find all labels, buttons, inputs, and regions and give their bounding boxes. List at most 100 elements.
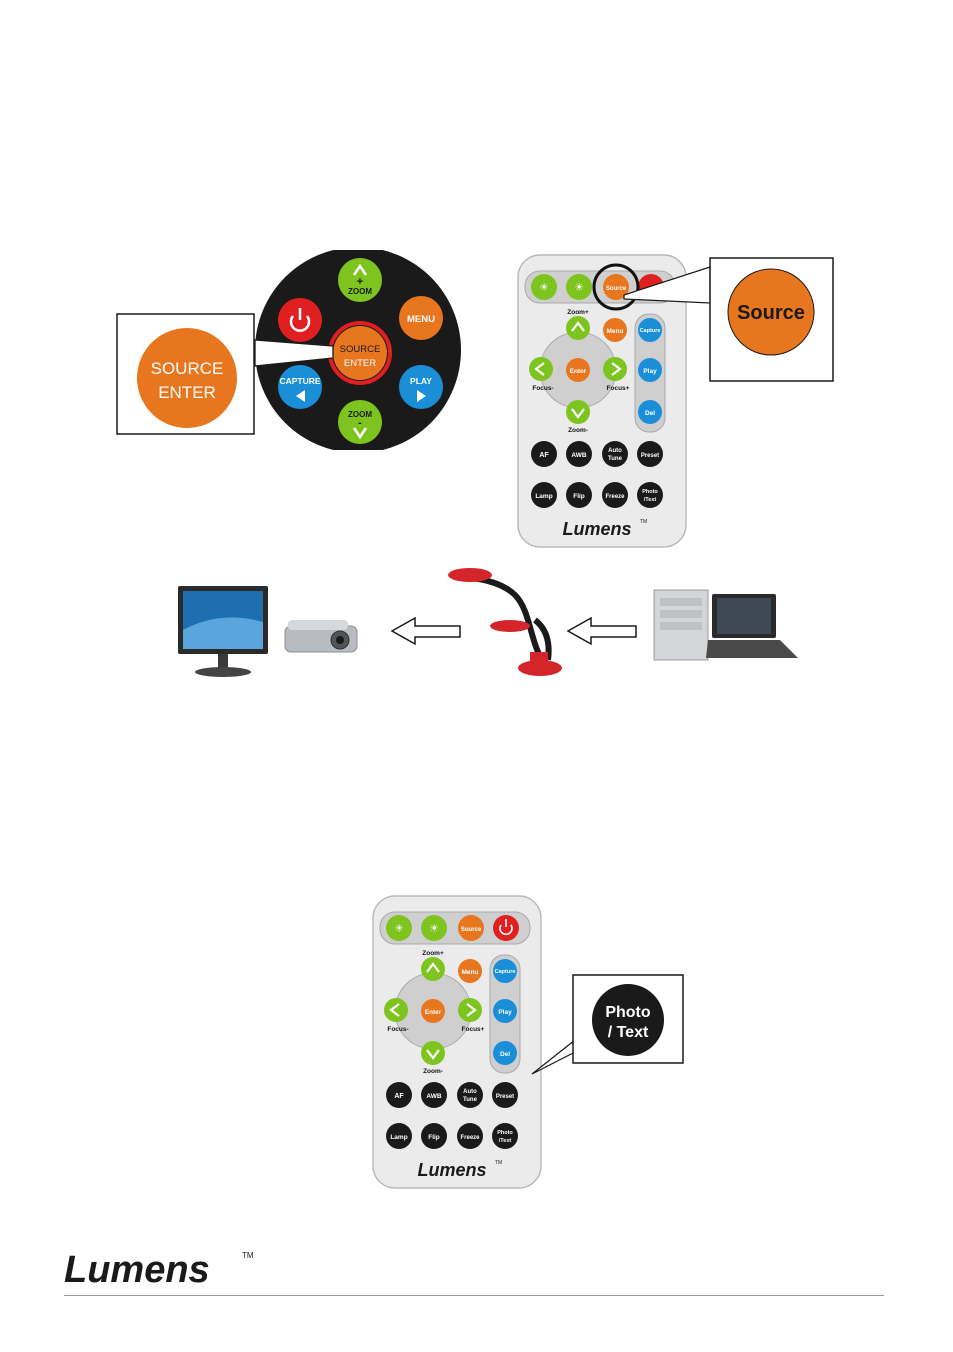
arrow-up-icon xyxy=(571,321,585,332)
photo-text-button[interactable]: Photo/Text xyxy=(492,1123,518,1149)
menu-label: Menu xyxy=(462,969,479,976)
photo-text-button[interactable]: Photo/Text xyxy=(637,482,663,508)
zoom-plus-button[interactable] xyxy=(421,957,445,981)
callout-photo-label-2: / Text xyxy=(608,1024,649,1041)
capture-button[interactable]: Capture xyxy=(638,318,662,342)
preset-button[interactable]: Preset xyxy=(492,1082,518,1108)
focus-plus-button[interactable] xyxy=(458,998,482,1022)
arrow-left-icon xyxy=(296,390,305,402)
focus-plus-label: Focus+ xyxy=(462,1026,485,1033)
af-button[interactable]: AF xyxy=(386,1082,412,1108)
zoom-minus-button[interactable] xyxy=(566,400,590,424)
source-button[interactable]: Source xyxy=(458,915,484,941)
auto-tune-label-1: Auto xyxy=(608,448,622,454)
brightness-down-button[interactable] xyxy=(531,274,557,300)
photo-text-callout: Photo / Text xyxy=(531,974,684,1075)
auto-tune-label-2: Tune xyxy=(463,1097,478,1103)
preset-label: Preset xyxy=(496,1094,514,1100)
power-button[interactable] xyxy=(278,298,322,342)
awb-label: AWB xyxy=(426,1093,441,1100)
preset-button[interactable]: Preset xyxy=(637,441,663,467)
capture-button[interactable]: CAPTURE xyxy=(278,365,322,409)
focus-minus-button[interactable] xyxy=(384,998,408,1022)
monitor-image xyxy=(178,586,268,677)
source-label: Source xyxy=(461,927,482,933)
freeze-button[interactable]: Freeze xyxy=(602,482,628,508)
source-enter-button[interactable]: SOURCE ENTER xyxy=(328,321,392,385)
zoom-minus-label: Zoom- xyxy=(423,1068,443,1075)
footer-brand-tm: TM xyxy=(242,1251,254,1260)
callout-source-button: Source xyxy=(727,268,815,356)
menu-button[interactable]: MENU xyxy=(399,296,443,340)
menu-button[interactable]: Menu xyxy=(603,318,627,342)
laptop-image xyxy=(706,594,798,658)
arrow-up-icon xyxy=(426,962,440,973)
focus-minus-button[interactable] xyxy=(529,357,553,381)
capture-label: Capture xyxy=(495,969,516,975)
zoom-minus-button[interactable] xyxy=(421,1041,445,1065)
source-button[interactable]: Source xyxy=(603,274,629,300)
del-label: Del xyxy=(500,1051,510,1058)
zoom-plus-label: ZOOM xyxy=(348,287,372,296)
remote-brand-tm: TM xyxy=(495,1160,502,1166)
focus-minus-label: Focus- xyxy=(387,1026,408,1033)
af-label: AF xyxy=(394,1093,404,1100)
power-button[interactable] xyxy=(493,915,519,941)
capture-button[interactable]: Capture xyxy=(493,959,517,983)
focus-plus-button[interactable] xyxy=(603,357,627,381)
play-button[interactable]: Play xyxy=(638,358,662,382)
arrow-down-icon xyxy=(571,408,585,419)
brightness-down-button[interactable] xyxy=(386,915,412,941)
enter-button[interactable]: Enter xyxy=(566,358,590,382)
arrow-right-icon xyxy=(417,390,426,402)
callout-pointer xyxy=(254,339,334,367)
enter-button[interactable]: Enter xyxy=(421,999,445,1023)
del-button[interactable]: Del xyxy=(493,1041,517,1065)
auto-tune-label-1: Auto xyxy=(463,1089,477,1095)
arrow-up-icon xyxy=(352,263,368,276)
lamp-button[interactable]: Lamp xyxy=(386,1123,412,1149)
awb-button[interactable]: AWB xyxy=(421,1082,447,1108)
footer-brand-text: Lumens xyxy=(64,1249,210,1291)
callout-label-2: ENTER xyxy=(158,383,216,402)
callout-source-enter-button: SOURCE ENTER xyxy=(137,328,237,428)
zoom-plus-label: Zoom+ xyxy=(422,950,444,957)
zoom-plus-button[interactable] xyxy=(566,316,590,340)
callout-source-label: Source xyxy=(737,302,805,324)
photo-text-label-2: /Text xyxy=(499,1138,512,1144)
zoom-minus-button[interactable]: ZOOM - xyxy=(338,400,382,444)
zoom-plus-sign: + xyxy=(357,276,363,288)
brightness-up-button[interactable] xyxy=(421,915,447,941)
del-button[interactable]: Del xyxy=(638,400,662,424)
flip-button[interactable]: Flip xyxy=(566,482,592,508)
sun-icon: ☀ xyxy=(394,923,404,935)
source-enter-label-2: ENTER xyxy=(344,358,376,369)
af-button[interactable]: AF xyxy=(531,441,557,467)
photo-text-label-1: Photo xyxy=(497,1130,513,1136)
awb-button[interactable]: AWB xyxy=(566,441,592,467)
zoom-plus-button[interactable]: + ZOOM xyxy=(338,258,382,302)
footer-rule xyxy=(64,1295,884,1296)
photo-text-label-1: Photo xyxy=(642,489,658,495)
arrow-right-icon xyxy=(611,362,622,376)
remote-brand-logo: Lumens xyxy=(562,519,631,539)
play-button[interactable]: PLAY xyxy=(399,365,443,409)
remote-control-2: ☀ ☀ Source Zoom+ Enter Focus- Focus+ Zoo… xyxy=(372,895,542,1189)
connection-illustration xyxy=(178,568,798,677)
arrow-left-icon xyxy=(389,1003,400,1017)
play-label: PLAY xyxy=(410,376,432,386)
lamp-button[interactable]: Lamp xyxy=(531,482,557,508)
freeze-button[interactable]: Freeze xyxy=(457,1123,483,1149)
photo-text-callout-pointer xyxy=(531,1038,576,1075)
lamp-label: Lamp xyxy=(390,1134,407,1141)
menu-button[interactable]: Menu xyxy=(458,959,482,983)
zoom-plus-label: Zoom+ xyxy=(567,309,589,316)
flip-button[interactable]: Flip xyxy=(421,1123,447,1149)
sun-icon: ☀ xyxy=(539,282,549,294)
focus-minus-label: Focus- xyxy=(532,385,553,392)
enter-label: Enter xyxy=(570,368,587,375)
play-button[interactable]: Play xyxy=(493,999,517,1023)
brightness-up-button[interactable] xyxy=(566,274,592,300)
